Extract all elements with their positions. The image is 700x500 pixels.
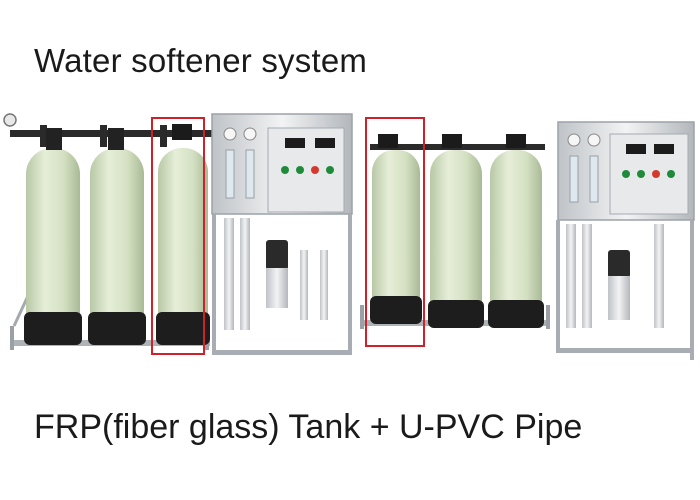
- right-ro-cabinet: [556, 121, 695, 360]
- right-unit: [360, 117, 695, 360]
- caption: FRP(fiber glass) Tank + U-PVC Pipe: [34, 408, 583, 446]
- right-tank-2: [428, 134, 484, 328]
- right-tank-1: [370, 134, 422, 324]
- right-highlight-box: [365, 117, 425, 347]
- left-ro-cabinet: [211, 113, 353, 355]
- left-highlight-box: [151, 117, 205, 355]
- product-photo: [3, 113, 695, 360]
- left-tank-3: [156, 124, 210, 345]
- left-tank-2: [88, 128, 146, 345]
- left-unit: [3, 113, 353, 355]
- headline: Water softener system: [34, 42, 368, 79]
- right-tank-3: [488, 134, 544, 328]
- left-tank-1: [24, 128, 82, 345]
